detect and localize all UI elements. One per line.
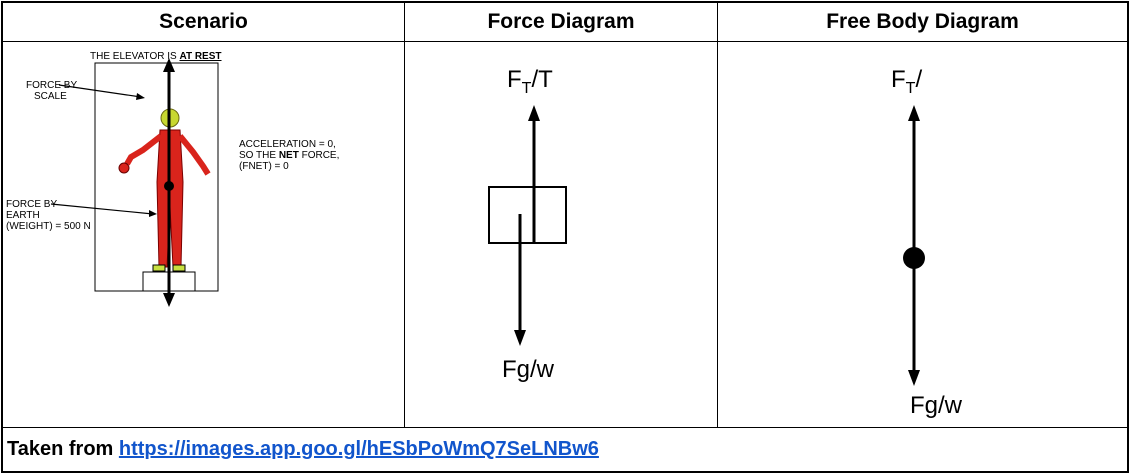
force-by-earth-line1: FORCE BY <box>6 199 58 210</box>
point-object <box>903 247 925 269</box>
acceleration-line2-prefix: SO THE <box>239 150 279 161</box>
tension-label-sub: T <box>521 79 532 97</box>
force-by-scale-line1: FORCE BY <box>26 80 78 91</box>
earth-pointer-line <box>50 203 154 215</box>
source-prefix: Taken from <box>7 438 119 460</box>
elevator-figure <box>50 58 219 307</box>
tension-label-main: F <box>507 66 522 93</box>
free-body-diagram: FT/ Fg/w <box>718 42 1127 427</box>
scenario-title: THE ELEVATOR IS AT REST <box>90 51 222 62</box>
force-diagram: FT/T Fg/w <box>405 42 717 427</box>
column-divider-1 <box>404 1 405 428</box>
fbd-tension-label-main: F <box>891 66 906 93</box>
downward-arrowhead <box>163 293 175 307</box>
tension-label: FT/T <box>507 66 553 98</box>
downward-force-arrowhead <box>908 370 920 386</box>
source-link[interactable]: https://images.app.goo.gl/hESbPoWmQ7SeLN… <box>118 438 599 460</box>
person-left-arm <box>124 133 163 166</box>
force-by-earth-label: FORCE BY EARTH (WEIGHT) = 500 N <box>6 199 91 232</box>
scenario-illustration: THE ELEVATOR IS AT REST <box>3 42 404 427</box>
scenario-title-prefix: THE ELEVATOR IS <box>90 51 180 62</box>
acceleration-line2-bold: NET <box>278 150 299 161</box>
force-by-earth-line3: (WEIGHT) = 500 N <box>6 221 91 232</box>
upward-force-arrowhead <box>908 105 920 121</box>
upward-arrowhead <box>163 58 175 72</box>
acceleration-line2: SO THE NET FORCE, <box>239 150 339 161</box>
force-diagram-drawing <box>488 105 567 346</box>
column-divider-2 <box>717 1 718 428</box>
apple <box>118 162 130 174</box>
header-scenario: Scenario <box>159 10 248 33</box>
force-by-scale-line2: SCALE <box>34 91 67 102</box>
gravity-arrowhead <box>514 330 526 346</box>
gravity-label: Fg/w <box>502 356 555 383</box>
acceleration-note: ACCELERATION = 0, SO THE NET FORCE, (FNE… <box>239 139 339 172</box>
center-of-mass-dot <box>164 181 174 191</box>
table-border-top <box>1 1 1129 3</box>
table-border-left <box>1 1 3 473</box>
person-right-arm <box>177 134 211 176</box>
fbd-gravity-label: Fg/w <box>910 392 963 419</box>
table-border-bottom <box>1 471 1129 473</box>
acceleration-line1: ACCELERATION = 0, <box>239 139 336 150</box>
tension-label-rest: /T <box>531 66 553 93</box>
scale-pointer-line <box>58 84 142 98</box>
free-body-drawing <box>903 105 925 386</box>
box-object <box>488 186 567 244</box>
force-by-earth-line2: EARTH <box>6 210 40 221</box>
force-by-scale-label: FORCE BY SCALE <box>26 80 77 102</box>
person-left-foot <box>152 264 166 272</box>
elevator-box <box>94 62 219 292</box>
table-border-right <box>1127 1 1129 473</box>
fbd-tension-label: FT/ <box>891 66 922 98</box>
earth-pointer-arrowhead <box>149 210 157 217</box>
header-free-body-diagram: Free Body Diagram <box>826 10 1019 33</box>
person-right-foot <box>172 264 186 272</box>
acceleration-line2-suffix: FORCE, <box>298 150 340 161</box>
source-credit: Taken from https://images.app.goo.gl/hES… <box>7 438 599 461</box>
acceleration-line3: (FNET) = 0 <box>239 161 289 172</box>
scale-pointer-arrowhead <box>136 93 145 100</box>
header-divider <box>1 41 1129 42</box>
footer-divider <box>1 427 1129 428</box>
fbd-tension-label-rest: / <box>915 66 923 93</box>
tension-arrowhead <box>528 105 540 121</box>
header-force-diagram: Force Diagram <box>487 10 635 33</box>
fbd-tension-label-sub: T <box>905 79 916 97</box>
scenario-title-emphasis: AT REST <box>179 51 222 62</box>
